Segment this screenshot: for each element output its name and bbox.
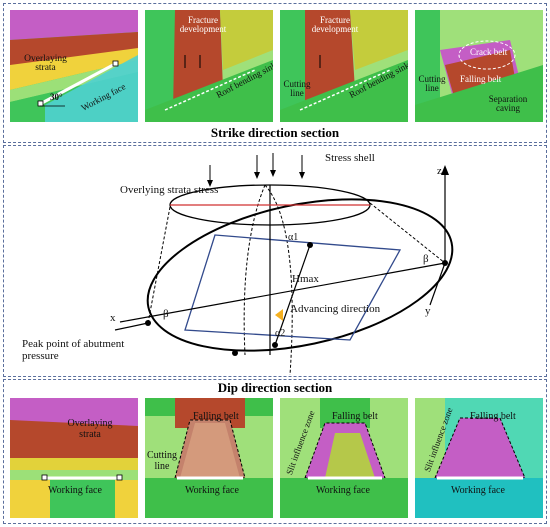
dip-working-face-label-3: Working face <box>316 485 370 496</box>
dip-falling-belt-label-3: Falling belt <box>470 411 516 422</box>
falling-belt-label: Falling belt <box>460 74 502 84</box>
axis-z-label: z <box>437 165 442 177</box>
strike-panel-1: Overlaying strata 30° Working face <box>10 10 138 122</box>
axis-y-label: y <box>425 305 431 317</box>
dip-working-face-label: Working face <box>48 485 102 496</box>
dip-overlaying-strata-label: Overlaying strata <box>67 418 113 440</box>
dip-panel-3: Falling belt Slit influence zone Working… <box>280 398 408 518</box>
strike-panel-2: Fracture development Roof bending sinkin… <box>145 10 273 122</box>
fracture-development-label-2: Fracture development <box>311 15 359 34</box>
cutting-line-label: Cutting line <box>283 79 311 98</box>
stress-shell-diagram <box>114 153 454 376</box>
dip-panel-4: Falling belt Slit influence zone Working… <box>415 398 543 518</box>
dip-panel-2: Falling belt Cutting line Working face <box>145 398 273 518</box>
angle-label: 30° <box>50 92 63 102</box>
axis-x-label: x <box>110 312 116 324</box>
dip-panel-2-graphic <box>145 398 273 518</box>
dip-falling-belt-label: Falling belt <box>193 411 239 422</box>
overlying-strata-stress-label: Overlying strata stress <box>120 184 219 196</box>
dip-panel-4-graphic <box>415 398 543 518</box>
dip-section-frame <box>3 379 547 524</box>
fracture-development-label: Fracture development <box>179 15 227 34</box>
strike-panel-4-graphic <box>415 10 543 122</box>
stress-shell-label: Stress shell <box>325 152 375 164</box>
dip-section-title: Dip direction section <box>217 380 333 395</box>
dip-panel-1: Overlaying strata Working face <box>10 398 138 518</box>
advancing-direction-label: Advancing direction <box>290 303 381 315</box>
dip-panel-1-graphic <box>10 398 138 518</box>
dip-cutting-line-label: Cutting line <box>147 450 178 472</box>
overlaying-strata-label: Overlaying strata <box>24 54 67 73</box>
strike-section-frame <box>3 3 547 143</box>
strike-panel-3: Fracture development Cutting line Roof b… <box>280 10 408 122</box>
dip-falling-belt-label-2: Falling belt <box>332 411 378 422</box>
cutting-line-label-2: Cutting line <box>418 74 446 93</box>
alpha2-label: α2 <box>275 328 286 339</box>
beta-label-right: β <box>423 253 429 265</box>
strike-section-title: Strike direction section <box>210 125 340 140</box>
separation-caving-label: Separation caving <box>488 94 528 113</box>
beta-label-left: β <box>163 308 169 320</box>
dip-panel-3-graphic <box>280 398 408 518</box>
strike-panel-3-graphic <box>280 10 408 122</box>
strike-panel-1-graphic <box>10 10 138 122</box>
alpha1-label: α1 <box>288 232 299 243</box>
crack-belt-label: Crack belt <box>470 47 508 57</box>
strike-panel-4: Crack belt Falling belt Cutting line Sep… <box>415 10 543 122</box>
peak-point-label: Peak point of abutment pressure <box>22 338 125 362</box>
diagram-frame <box>3 145 547 377</box>
hmax-label: Hmax <box>292 273 319 285</box>
dip-working-face-label-2: Working face <box>185 485 239 496</box>
strike-panel-2-graphic <box>145 10 273 122</box>
dip-working-face-label-4: Working face <box>451 485 505 496</box>
